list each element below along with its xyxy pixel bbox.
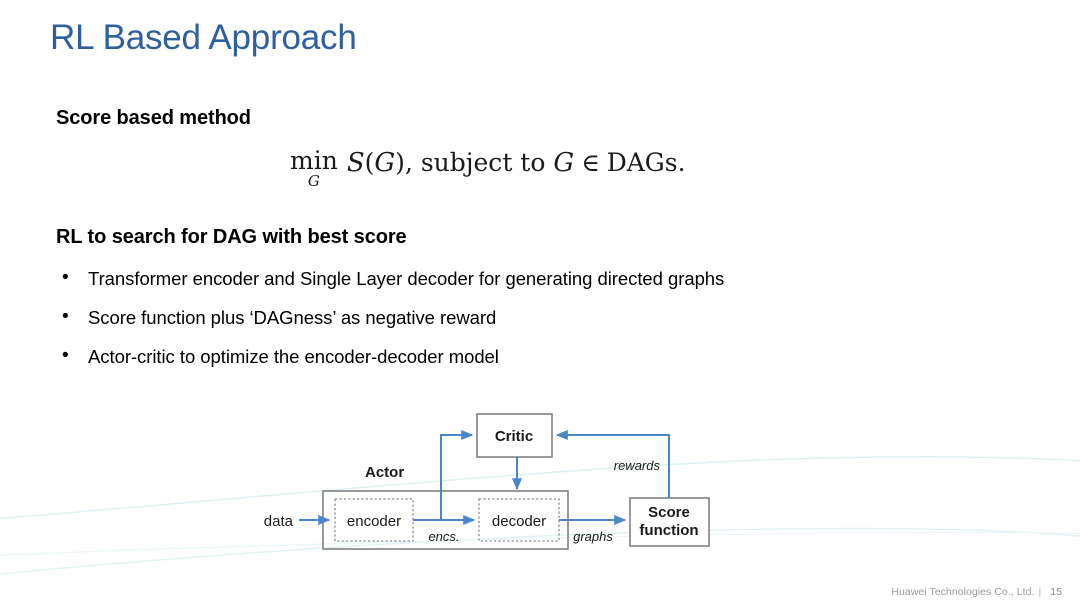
actor-label: Actor (365, 464, 404, 481)
encs-label: encs. (428, 529, 459, 544)
graphs-label: graphs (573, 529, 613, 544)
list-item: • Transformer encoder and Single Layer d… (62, 268, 962, 290)
encoder-label: encoder (347, 513, 401, 530)
subject-to-text: , subject to (404, 148, 546, 177)
bullet-text: Transformer encoder and Single Layer dec… (88, 268, 725, 289)
decoder-label: decoder (492, 513, 546, 530)
footer: Huawei Technologies Co., Ltd.| 15 (891, 586, 1062, 598)
actor-critic-architecture-diagram: Critic Actor encoder decoder Score funct… (255, 405, 735, 565)
critic-label: Critic (495, 428, 533, 445)
graph-symbol-2: G (553, 148, 575, 178)
critic-box (476, 413, 553, 458)
page-title: RL Based Approach (50, 18, 357, 57)
list-item: • Score function plus ‘DAGness’ as negat… (62, 307, 962, 329)
math-formula: min G S ( G ) , subject to G ∈ DAGs. (290, 148, 686, 189)
bullet-marker-icon: • (62, 345, 69, 366)
bullet-marker-icon: • (62, 267, 69, 288)
list-item: • Actor-critic to optimize the encoder-d… (62, 346, 962, 368)
score-function-label-line1: Score (648, 504, 690, 521)
arrow-encs-to-critic (440, 429, 474, 520)
min-subscript: G (307, 172, 320, 190)
score-function-label-line2: function (639, 522, 698, 539)
bullet-text: Actor-critic to optimize the encoder-dec… (88, 346, 499, 367)
page-number: 15 (1050, 586, 1062, 598)
membership-symbol: ∈ (581, 148, 600, 177)
footer-company: Huawei Technologies Co., Ltd. (891, 586, 1035, 598)
dags-text: DAGs. (606, 148, 686, 177)
min-operator: min G (290, 148, 338, 189)
close-paren: ) (395, 148, 405, 177)
bullet-text: Score function plus ‘DAGness’ as negativ… (88, 307, 497, 328)
arrow-rewards-to-critic (555, 429, 670, 498)
bullet-marker-icon: • (62, 306, 69, 327)
graph-symbol: G (374, 148, 396, 178)
data-label: data (264, 513, 294, 530)
section-heading-score-based-method: Score based method (56, 107, 251, 129)
rewards-label: rewards (614, 458, 661, 473)
score-symbol: S (346, 148, 365, 178)
decoder-box (478, 498, 560, 542)
footer-separator: | (1038, 586, 1042, 598)
min-label: min (290, 146, 338, 175)
bullet-list: • Transformer encoder and Single Layer d… (62, 268, 962, 385)
section-heading-rl-search: RL to search for DAG with best score (56, 226, 407, 248)
open-paren: ( (364, 148, 375, 177)
